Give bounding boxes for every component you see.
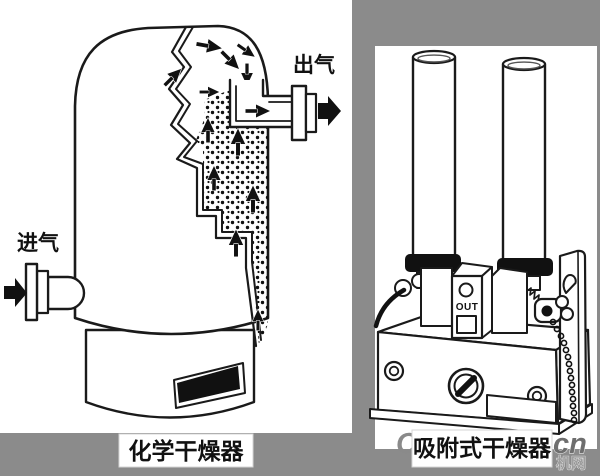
inlet-flow-arrow [4, 278, 27, 307]
outlet-label: 出气 [293, 53, 335, 77]
outlet-flange [290, 84, 308, 142]
keyhole-slot [562, 274, 577, 294]
side-valve [526, 287, 574, 324]
mounting-bracket [558, 249, 588, 425]
inlet-label: 进气 [17, 231, 59, 255]
right-caption-text: 吸附式干燥器 [413, 435, 552, 461]
left-valve-block [420, 267, 453, 327]
cutaway-zigzag-inner [175, 26, 262, 341]
chemical-dryer-diagram: 出气 进气 [4, 24, 341, 419]
right-desiccant-tower [497, 56, 553, 291]
right-caption: 吸附式干燥器 [411, 429, 553, 468]
drain-chain [549, 318, 578, 424]
inlet-pipe [4, 262, 86, 322]
left-caption: 化学干燥器 [118, 433, 254, 468]
front-panel-controls [383, 360, 557, 424]
right-valve-block [491, 267, 528, 334]
manifold-indicator-circle [458, 282, 474, 298]
out-manifold-block: OUT [450, 262, 493, 340]
tank-pedestal [84, 328, 256, 419]
inlet-flange [35, 269, 50, 315]
nameplate [486, 394, 557, 424]
drain-hose [373, 279, 412, 329]
outlet-pipe [228, 78, 341, 142]
left-desiccant-tower [405, 49, 461, 289]
left-caption-text: 化学干燥器 [129, 438, 245, 464]
adsorption-dryer-drawing: OUT [369, 49, 593, 435]
watermark-site-name: 机网 [556, 454, 586, 472]
out-port-label: OUT [456, 302, 479, 313]
outlet-flow-arrow [318, 96, 341, 126]
center-knob [447, 367, 485, 405]
watermark-suffix: cn [553, 428, 587, 460]
